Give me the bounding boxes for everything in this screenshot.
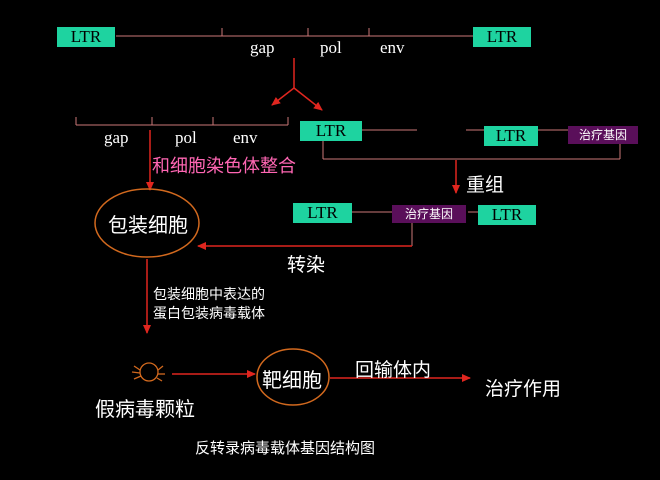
right-ltr-a: LTR bbox=[300, 121, 362, 141]
left-gene-gap: gap bbox=[104, 128, 129, 147]
packaging-cell-label: 包装细胞 bbox=[108, 213, 188, 237]
virus-particle-icon bbox=[131, 362, 165, 382]
integrate-label: 和细胞染色体整合 bbox=[152, 156, 296, 177]
therapy-effect-label: 治疗作用 bbox=[485, 378, 562, 400]
transfect-label: 转染 bbox=[287, 254, 326, 276]
recombinant-ltr-left: LTR bbox=[293, 203, 352, 223]
left-construct-line bbox=[75, 117, 289, 126]
packaging-cell-outline bbox=[94, 188, 200, 258]
top-gene-pol: pol bbox=[320, 38, 342, 57]
top-gene-env: env bbox=[380, 38, 405, 57]
expression-note-line2: 蛋白包装病毒载体 bbox=[153, 306, 265, 322]
recombinant-line bbox=[352, 211, 478, 246]
target-cell-outline bbox=[256, 348, 330, 406]
top-gene-gap: gap bbox=[250, 38, 275, 57]
pseudovirus-label: 假病毒颗粒 bbox=[95, 397, 195, 421]
recombinant-ltr-right: LTR bbox=[478, 205, 536, 225]
top-ltr-right: LTR bbox=[473, 27, 531, 47]
target-cell-label: 靶细胞 bbox=[262, 368, 322, 392]
top-ltr-left: LTR bbox=[57, 27, 115, 47]
top-construct-line bbox=[116, 28, 473, 37]
left-gene-env: env bbox=[233, 128, 258, 147]
split-arrows bbox=[271, 58, 323, 111]
recombinant-therapy-gene: 治疗基因 bbox=[392, 205, 466, 223]
left-gene-pol: pol bbox=[175, 128, 197, 147]
caption: 反转录病毒载体基因结构图 bbox=[195, 439, 376, 457]
recombine-label: 重组 bbox=[466, 174, 505, 196]
right-ltr-b: LTR bbox=[484, 126, 538, 146]
reinfusion-label: 回输体内 bbox=[355, 359, 432, 381]
expression-note-line1: 包装细胞中表达的 bbox=[153, 287, 265, 303]
right-therapy-gene: 治疗基因 bbox=[568, 126, 638, 144]
